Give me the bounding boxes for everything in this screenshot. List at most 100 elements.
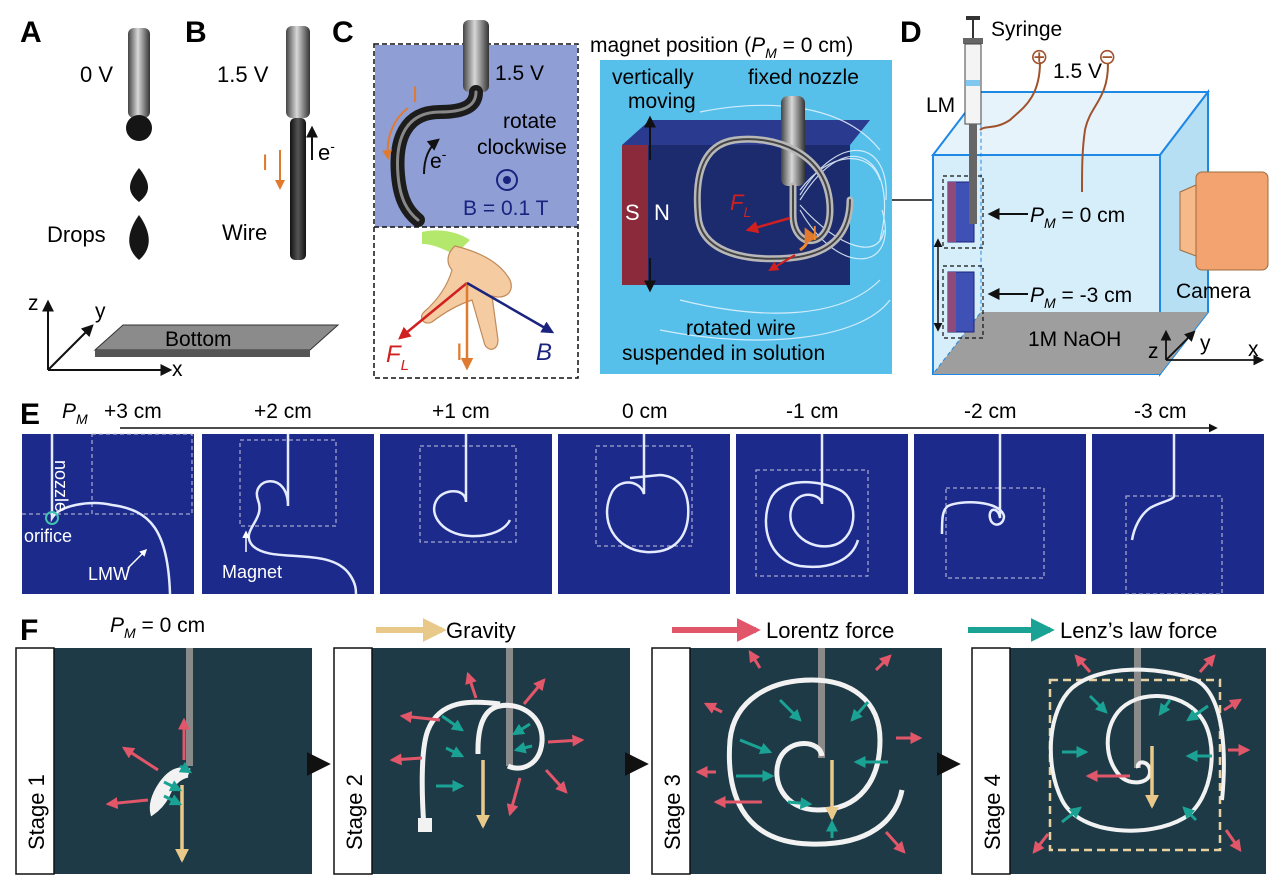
photo-plus3	[22, 433, 194, 595]
bottom-label: Bottom	[165, 328, 232, 351]
magnet-position-title: magnet position (PM = 0 cm)	[590, 34, 853, 61]
lorentz-label-scene: FL	[730, 190, 751, 220]
panel-f: F PM = 0 cm Gravity Lorentz force Lenz’s…	[15, 614, 1266, 875]
bottom-plate-side	[95, 350, 310, 357]
camera-body	[1195, 171, 1269, 271]
panel-d: D PM = 0 cm PM = -3 cm 1M NaOH Syringe L…	[900, 16, 1269, 377]
stage-4	[971, 647, 1266, 875]
syringe-plunger-head	[966, 16, 980, 20]
inset-frame	[373, 43, 579, 379]
field-out-dot	[503, 176, 511, 184]
current-b: I	[262, 150, 268, 175]
curled-wire-core	[696, 138, 851, 260]
voltage-a: 0 V	[80, 62, 113, 87]
rotated-wire-label: rotated wire	[686, 317, 796, 340]
axis-y-label-d: y	[1200, 332, 1211, 355]
nozzle-a	[128, 28, 150, 118]
moving-label: moving	[628, 90, 696, 113]
position-label-6: -3 cm	[1134, 400, 1187, 423]
field-out-icon	[496, 169, 518, 191]
photo-minus2	[914, 434, 1086, 594]
legend-lenz-label: Lenz’s law force	[1060, 618, 1217, 643]
nozzle-c	[463, 20, 489, 92]
stage-3-label: Stage 3	[660, 774, 685, 850]
position-label-0: +3 cm	[104, 400, 162, 423]
electron-b: e-	[318, 138, 335, 165]
panel-label-d: D	[900, 16, 922, 49]
wire-plus	[979, 61, 1041, 131]
drop-2	[129, 215, 149, 260]
magnet-s: S	[625, 200, 640, 225]
wire-label: Wire	[222, 220, 267, 245]
lmw-pointer	[127, 548, 148, 569]
syringe-liquid	[966, 80, 980, 86]
current-c: I	[412, 82, 418, 107]
position-label-1: +2 cm	[254, 400, 312, 423]
stage-1-label: Stage 1	[24, 774, 49, 850]
tank-bottom	[933, 312, 1208, 374]
axis-y-label-a: y	[95, 300, 106, 323]
rotate-label: rotate	[503, 110, 557, 133]
voltage-b: 1.5 V	[217, 62, 269, 87]
fixed-nozzle-label: fixed nozzle	[748, 66, 859, 89]
stage-2	[333, 647, 630, 875]
nozzle-b	[286, 26, 310, 118]
drop-1	[129, 168, 149, 202]
magnet-s-face	[622, 145, 648, 285]
stage-1	[15, 647, 312, 875]
photo-0	[558, 434, 730, 594]
panel-e: E PM +3 cm +2 cm +1 cm 0 cm -1 cm -2 cm …	[20, 398, 1264, 595]
wire-minus	[1081, 63, 1109, 193]
suspended-label: suspended in solution	[622, 342, 825, 365]
legend-gravity-label: Gravity	[446, 618, 516, 643]
pm-label-f: PM = 0 cm	[110, 614, 205, 641]
legend-lorentz-label: Lorentz force	[766, 618, 894, 643]
axis-z-label-a: z	[28, 292, 39, 315]
camera-lens-icon	[1179, 184, 1197, 257]
current-label-scene: I	[812, 223, 818, 245]
panel-b: B 1.5 V e- I Wire	[185, 16, 335, 260]
drop-forming	[126, 115, 152, 141]
current-label-hand: I	[456, 339, 463, 366]
position-label-2: +1 cm	[432, 400, 490, 423]
photo-minus1	[736, 434, 908, 594]
field-strength: B = 0.1 T	[463, 197, 549, 220]
plus-terminal-icon: ⊕	[1030, 44, 1048, 69]
axis-z-label-d: z	[1148, 340, 1159, 363]
position-label-4: -1 cm	[786, 400, 839, 423]
lorentz-arrow-scene-2	[768, 254, 796, 272]
pm-bottom-label: PM = -3 cm	[1030, 284, 1132, 311]
drops-label: Drops	[47, 222, 106, 247]
stage-2-label: Stage 2	[342, 774, 367, 850]
lmw-label: LMW	[88, 564, 130, 584]
solution-label: 1M NaOH	[1028, 328, 1121, 351]
panel-c-left: C 1.5 V I e- rotate clockwise B = 0.1 T …	[332, 16, 579, 379]
panel-c-right: magnet position (PM = 0 cm) S N FL I	[590, 34, 944, 374]
current-arrow-scene	[799, 227, 819, 252]
stage-4-label: Stage 4	[980, 774, 1005, 850]
position-label-3: 0 cm	[622, 400, 668, 423]
pm-top-label: PM = 0 cm	[1030, 204, 1125, 231]
position-label-5: -2 cm	[964, 400, 1017, 423]
lorentz-arrow-c	[398, 282, 468, 340]
electron-arrow-c	[423, 138, 440, 175]
lorentz-arrow-scene	[745, 216, 791, 234]
current-arrow-c	[382, 107, 409, 160]
fixed-nozzle-icon	[781, 96, 805, 186]
vertically-label: vertically	[612, 66, 694, 89]
orifice-label: orifice	[24, 526, 72, 546]
wire-b	[290, 118, 306, 260]
magnet-n: N	[654, 200, 670, 225]
panel-label-e: E	[20, 398, 40, 431]
lm-label: LM	[926, 94, 955, 117]
field-label-hand: B	[536, 339, 552, 366]
stage-3	[651, 647, 942, 875]
clockwise-label: clockwise	[477, 136, 567, 159]
axis-y-d	[1165, 330, 1196, 361]
panel-label-f: F	[20, 614, 38, 647]
syringe-label: Syringe	[991, 18, 1062, 41]
nozzle-label-e: nozzle	[51, 460, 71, 512]
magnet-d-bottom-face	[948, 272, 956, 332]
bent-wire-highlight	[396, 90, 478, 222]
